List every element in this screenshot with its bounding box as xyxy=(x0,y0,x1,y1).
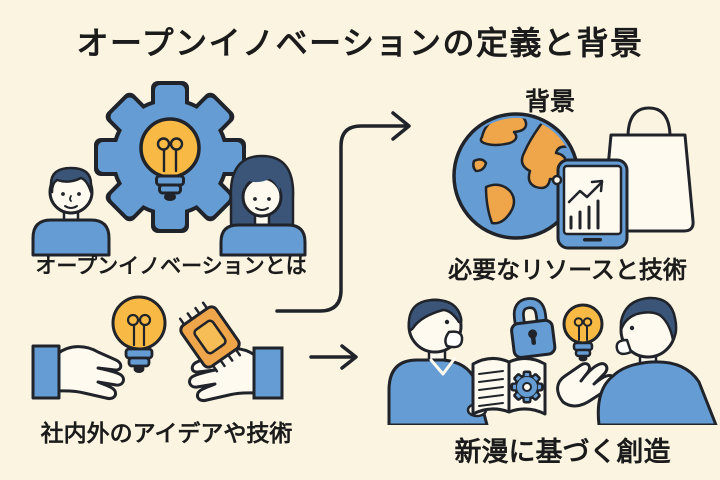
sleeve xyxy=(252,346,284,400)
speaking-person-icon xyxy=(387,298,489,425)
definition-illustration xyxy=(31,81,307,257)
background-heading: 背景 xyxy=(524,87,575,116)
speaking-person-icon xyxy=(596,296,718,425)
padlock-icon xyxy=(510,297,557,359)
background-label: 必要なリソースと技術 xyxy=(448,256,687,284)
man-icon xyxy=(31,166,111,257)
hand-icon xyxy=(31,344,125,400)
page-title: オープンイノベーションの定義と背景 xyxy=(76,24,644,62)
bar-chart-icon xyxy=(569,199,600,230)
open-book-icon xyxy=(471,357,547,416)
right-arrow-icon xyxy=(309,344,358,370)
creation-illustration xyxy=(387,296,718,425)
background-illustration xyxy=(452,106,695,250)
tablet-chart-icon xyxy=(551,158,629,250)
definition-label: オープンイノベーションとは xyxy=(35,254,307,278)
lightbulb-icon xyxy=(139,117,201,201)
trend-arrow-icon xyxy=(567,179,604,204)
creation-label: 新漫に基づく創造 xyxy=(454,437,671,468)
microchip-icon xyxy=(178,301,242,373)
lightbulb-icon xyxy=(562,303,604,362)
lightbulb-icon xyxy=(111,295,167,373)
ideas-illustration xyxy=(31,295,284,402)
gear-icon xyxy=(510,370,544,404)
ideas-label: 社内外のアイデアや技術 xyxy=(40,421,293,447)
